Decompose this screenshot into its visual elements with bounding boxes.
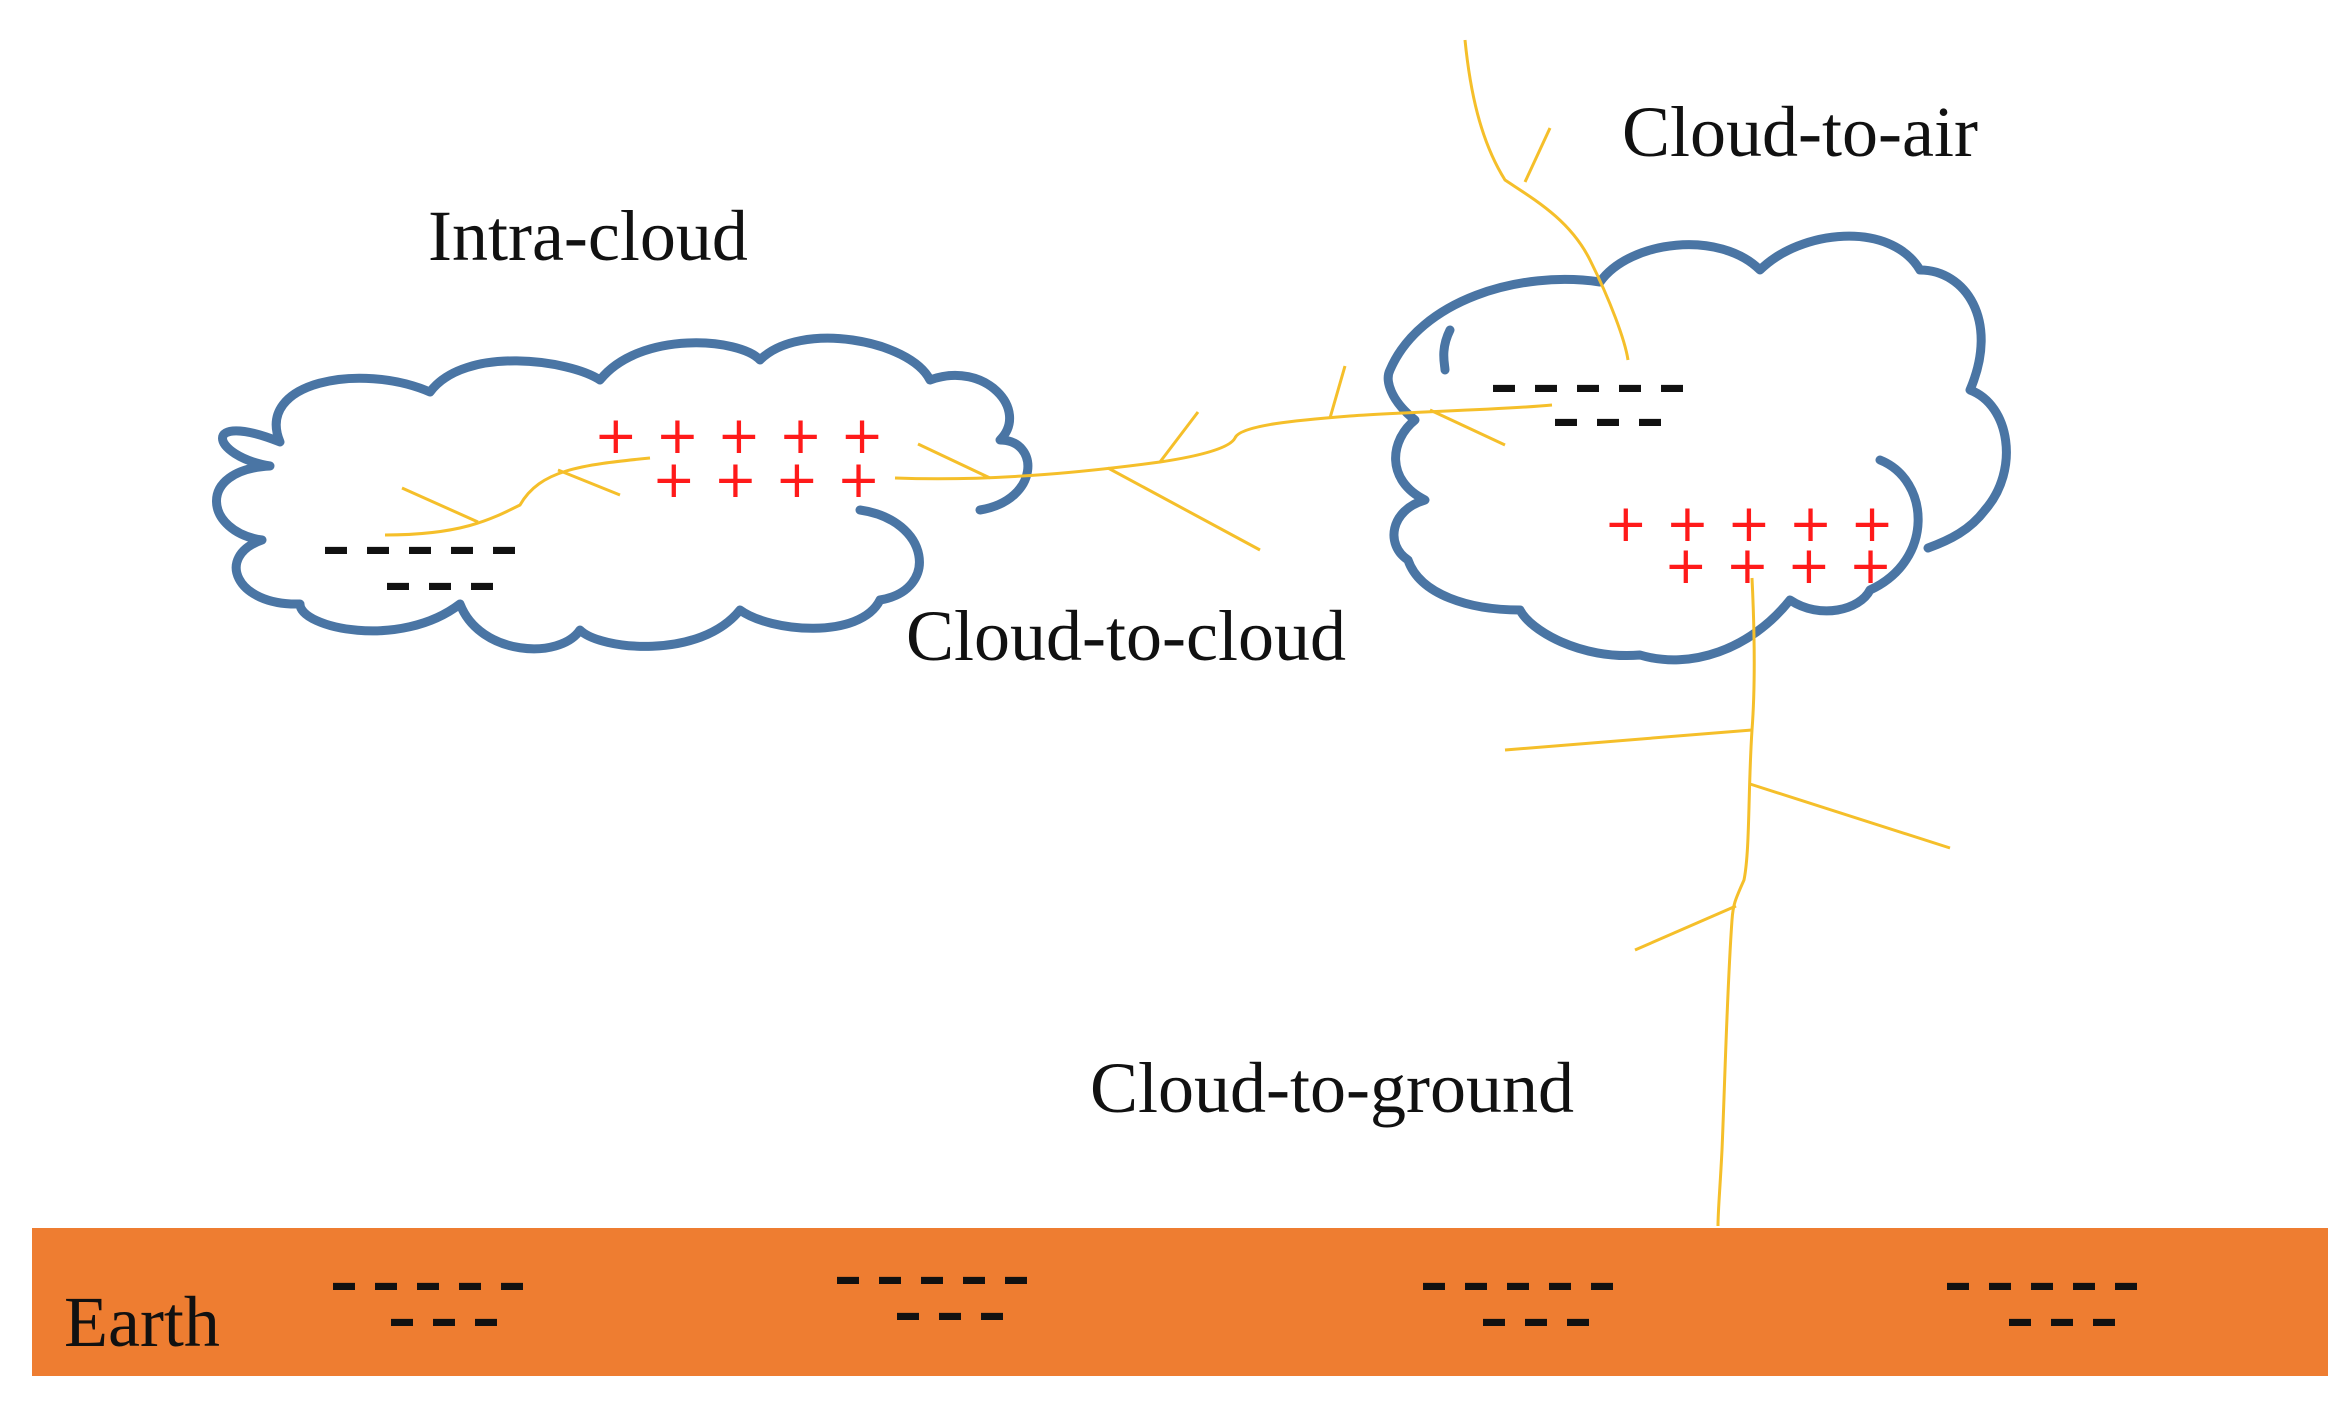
cloud-to-cloud-branch-3 (1158, 411, 1200, 463)
earth-negative-group-3-row-2: ––– (1480, 1287, 1606, 1352)
earth-ground (32, 1228, 2328, 1376)
earth-negative-group-1-row-1: ––––– (330, 1251, 540, 1316)
earth-negative-group-2-row-1: ––––– (834, 1245, 1044, 1310)
cloud-to-cloud-branch-1 (917, 442, 991, 480)
cloud-to-air-branch (1523, 127, 1552, 183)
left-cloud-negative-row-1: ––––– (322, 515, 532, 580)
earth-negative-group-4-row-2: ––– (2006, 1287, 2132, 1352)
cloud-to-air-lightning (1463, 39, 1630, 361)
right-cloud-positive-row-1: +++++ (1604, 494, 1912, 554)
cloud-to-ground-branch-1 (1504, 728, 1753, 752)
label-intra-cloud: Intra-cloud (428, 196, 748, 276)
right-cloud-outline (1383, 231, 2011, 665)
cloud-to-cloud-branch-2 (1107, 466, 1261, 552)
earth-negative-group-1-row-2: ––– (388, 1287, 514, 1352)
right-cloud-negative-row-2: ––– (1552, 387, 1678, 452)
label-cloud-to-air: Cloud-to-air (1622, 92, 1978, 172)
earth-negative-group-3-row-1: ––––– (1420, 1251, 1630, 1316)
earth-negative-group-2-row-2: ––– (894, 1281, 1020, 1346)
left-cloud-positive-row-2: ++++ (652, 450, 899, 510)
label-earth: Earth (64, 1282, 220, 1362)
left-cloud-positive-row-1: +++++ (594, 406, 902, 466)
left-cloud-outline (212, 333, 1033, 654)
label-cloud-to-cloud: Cloud-to-cloud (906, 596, 1346, 676)
cloud-to-ground-branch-3 (1634, 904, 1737, 952)
cloud-to-ground-lightning (1716, 577, 1756, 1227)
left-cloud-negative-row-2: ––– (384, 551, 510, 616)
label-cloud-to-ground: Cloud-to-ground (1090, 1048, 1574, 1128)
earth-negative-group-4-row-1: ––––– (1944, 1251, 2154, 1316)
intra-cloud-lightning (384, 456, 651, 537)
right-cloud-negative-row-1: ––––– (1490, 353, 1700, 418)
cloud-to-cloud-branch-5 (1429, 408, 1506, 447)
intra-cloud-branch-2 (557, 468, 621, 497)
cloud-to-ground-branch-2 (1749, 782, 1951, 850)
intra-cloud-branch-1 (401, 486, 479, 524)
cloud-to-cloud-lightning (894, 403, 1553, 481)
cloud-to-cloud-branch-4 (1328, 365, 1347, 419)
right-cloud-positive-row-2: ++++ (1664, 536, 1911, 596)
